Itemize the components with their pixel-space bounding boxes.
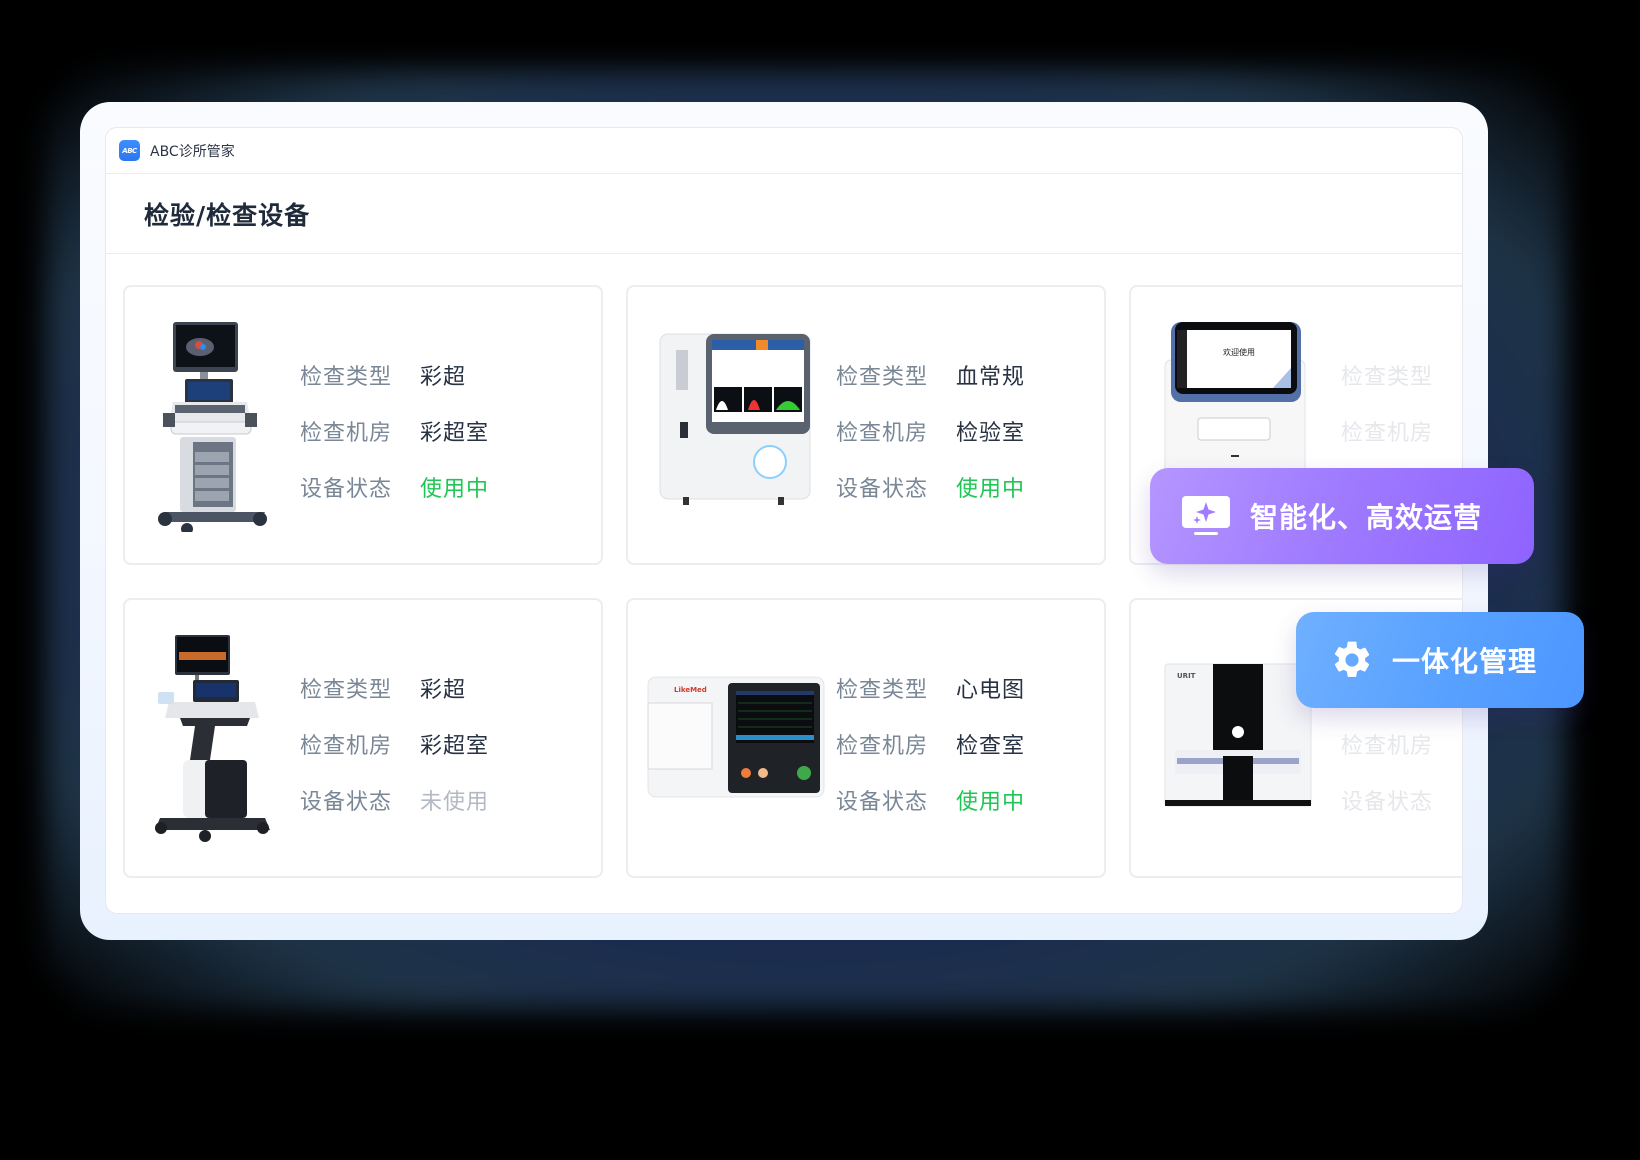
type-label: 检查类型 (836, 678, 929, 703)
room-label: 检查机房 (300, 734, 393, 759)
device-info: 检查类型 心电图 检查机房 检查室 设备状态 使用中 (836, 660, 1025, 828)
type-label: 检查类型 (1341, 365, 1434, 390)
device-info: 检查类型 彩超 检查机房 彩超室 设备状态 使用中 (300, 347, 489, 515)
device-info: 检查类型 彩超 检查机房 彩超室 设备状态 未使用 (300, 660, 489, 828)
svg-text:URIT: URIT (1177, 672, 1196, 680)
status-label: 设备状态 (1341, 790, 1434, 815)
room-value: 检验室 (956, 421, 1026, 446)
type-value: 心电图 (956, 678, 1026, 703)
integrated-management-badge: 一体化管理 (1296, 612, 1584, 708)
room-label: 检查机房 (836, 421, 929, 446)
device-card[interactable]: LikeMed (626, 598, 1106, 878)
room-label: 检查机房 (300, 421, 393, 446)
type-label: 检查类型 (300, 678, 393, 703)
ecg-machine-image: LikeMed (646, 675, 826, 800)
status-value: 使用中 (420, 477, 490, 502)
ultrasound-cart-2-image (155, 630, 305, 845)
type-value: 彩超 (420, 678, 467, 703)
status-label: 设备状态 (300, 477, 393, 502)
svg-text:欢迎使用: 欢迎使用 (1223, 347, 1255, 357)
device-info: 检查类型 血常规 检查机房 检验室 设备状态 使用中 (836, 347, 1025, 515)
immunoassay-analyzer-image: 欢迎使用 (1163, 320, 1308, 535)
titlebar: ABC ABC诊所管家 (106, 128, 1462, 174)
room-value: 彩超室 (420, 421, 490, 446)
status-label: 设备状态 (836, 477, 929, 502)
status-label: 设备状态 (836, 790, 929, 815)
app-title: ABC诊所管家 (150, 143, 235, 160)
ultrasound-cart-image (155, 317, 305, 535)
smart-operation-label: 智能化、高效运营 (1250, 501, 1483, 534)
app-logo-icon: ABC (119, 140, 140, 161)
room-value: 彩超室 (420, 734, 490, 759)
integrated-management-label: 一体化管理 (1392, 645, 1538, 678)
urine-analyzer-image: URIT (1163, 662, 1313, 812)
type-label: 检查类型 (300, 365, 393, 390)
type-label: 检查类型 (836, 365, 929, 390)
device-card[interactable]: 检查类型 血常规 检查机房 检验室 设备状态 使用中 (626, 285, 1106, 565)
device-info: 检查机房 设备状态 (1341, 716, 1461, 828)
status-value: 使用中 (956, 477, 1026, 502)
page-title: 检验/检查设备 (144, 200, 311, 230)
room-value: 检查室 (956, 734, 1026, 759)
device-info: 检查类型 检查机房 (1341, 347, 1461, 459)
type-value: 血常规 (956, 365, 1026, 390)
status-value: 未使用 (420, 790, 490, 815)
status-value: 使用中 (956, 790, 1026, 815)
device-card[interactable]: 检查类型 彩超 检查机房 彩超室 设备状态 使用中 (123, 285, 603, 565)
room-label: 检查机房 (1341, 734, 1434, 759)
room-label: 检查机房 (1341, 421, 1434, 446)
svg-text:LikeMed: LikeMed (674, 686, 707, 694)
device-card[interactable]: 检查类型 彩超 检查机房 彩超室 设备状态 未使用 (123, 598, 603, 878)
status-label: 设备状态 (300, 790, 393, 815)
gear-icon (1330, 638, 1374, 682)
room-label: 检查机房 (836, 734, 929, 759)
smart-operation-badge: 智能化、高效运营 (1150, 468, 1534, 564)
monitor-sparkle-icon (1180, 494, 1232, 538)
page-header: 检验/检查设备 (106, 174, 1462, 254)
type-value: 彩超 (420, 365, 467, 390)
hematology-analyzer-image (658, 332, 818, 547)
